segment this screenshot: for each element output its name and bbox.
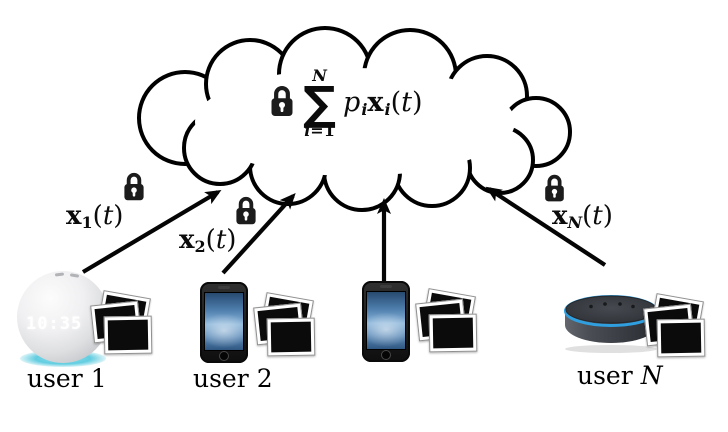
smartphone-device-middle xyxy=(362,281,410,362)
smartphone-home-button xyxy=(381,350,391,360)
smartphone-screen xyxy=(366,291,406,350)
smartphone-home-button xyxy=(219,351,229,361)
smartphone-speaker xyxy=(380,285,392,288)
smartphone-speaker xyxy=(218,286,230,289)
sum-upper-limit: N xyxy=(312,66,327,85)
summation: N ∑ i=1 xyxy=(303,68,336,139)
puck-buttons xyxy=(589,302,635,309)
photo-stack-icon xyxy=(643,293,709,359)
photo xyxy=(266,317,316,357)
photo-stack-icon xyxy=(253,292,319,358)
summand-expression: pixi(t) xyxy=(343,87,423,120)
echo-clock-display: 10:35 xyxy=(26,314,83,334)
lock-icon xyxy=(268,84,296,123)
lock-icon-linkN xyxy=(542,173,567,208)
uplink-arrows xyxy=(81,186,607,282)
lock-icon-link2 xyxy=(233,195,259,231)
photo xyxy=(428,313,478,353)
lock-icon-link1 xyxy=(121,171,147,207)
uplink-label-x1: x1(t) xyxy=(66,201,124,232)
photo-stack-icon xyxy=(90,290,156,356)
smartphone-device-user2 xyxy=(200,282,248,363)
uplink-label-x2: x2(t) xyxy=(179,225,237,256)
arrow-user2-to-cloud xyxy=(221,193,296,275)
puck-shadow xyxy=(565,345,657,353)
photo xyxy=(103,315,153,355)
sigma-symbol: ∑ xyxy=(303,76,337,130)
arrow-userN-to-cloud xyxy=(485,186,607,267)
photo xyxy=(656,318,706,358)
uplink-label-xN: xN(t) xyxy=(552,201,613,232)
aggregation-formula: N ∑ i=1 pixi(t) xyxy=(268,68,423,139)
smartphone-screen xyxy=(204,292,244,351)
photo-stack-icon xyxy=(415,288,481,354)
echo-dot-device xyxy=(563,289,659,359)
arrow-user1-to-cloud xyxy=(81,189,222,274)
sum-lower-limit: i=1 xyxy=(304,120,335,140)
